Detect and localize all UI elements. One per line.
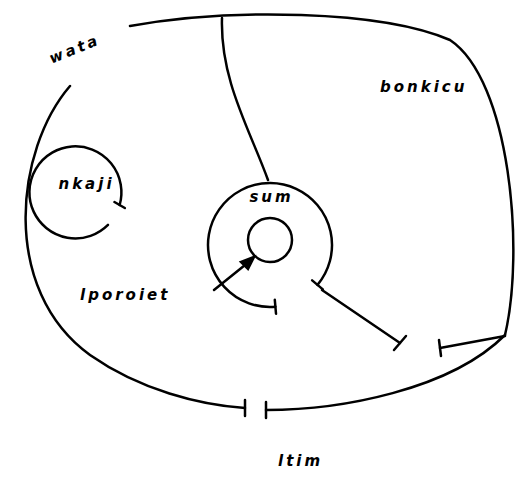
fence-bottom-right	[266, 335, 505, 410]
fence-end	[394, 336, 406, 350]
node-text: nkaji	[58, 175, 114, 193]
leader-arrowhead	[241, 257, 254, 269]
pen-circle: nkaji	[35, 135, 135, 235]
region-label: bonkicu	[380, 78, 467, 96]
outline-strokes	[29, 146, 124, 238]
enclosure-circle: sum	[205, 180, 335, 310]
gate-post	[265, 402, 268, 418]
callout-label: lporoiet	[80, 286, 170, 304]
fence-left	[26, 86, 245, 408]
fence-end	[439, 340, 441, 356]
gate-label: ltim	[278, 452, 323, 470]
ring-end	[275, 300, 276, 314]
region-label: wata	[47, 31, 103, 68]
ring-line	[208, 183, 332, 307]
node-text: sum	[249, 188, 293, 206]
pen-fence	[322, 290, 400, 343]
divider-fence	[222, 18, 268, 180]
ring-end	[312, 280, 323, 289]
outline-strokes	[208, 183, 332, 314]
spiral-line	[29, 146, 121, 238]
gate-post	[244, 400, 247, 416]
fence-top-right	[130, 14, 513, 335]
inner-circle	[248, 218, 292, 262]
inner-fence	[440, 336, 505, 348]
spiral-end	[114, 202, 124, 208]
